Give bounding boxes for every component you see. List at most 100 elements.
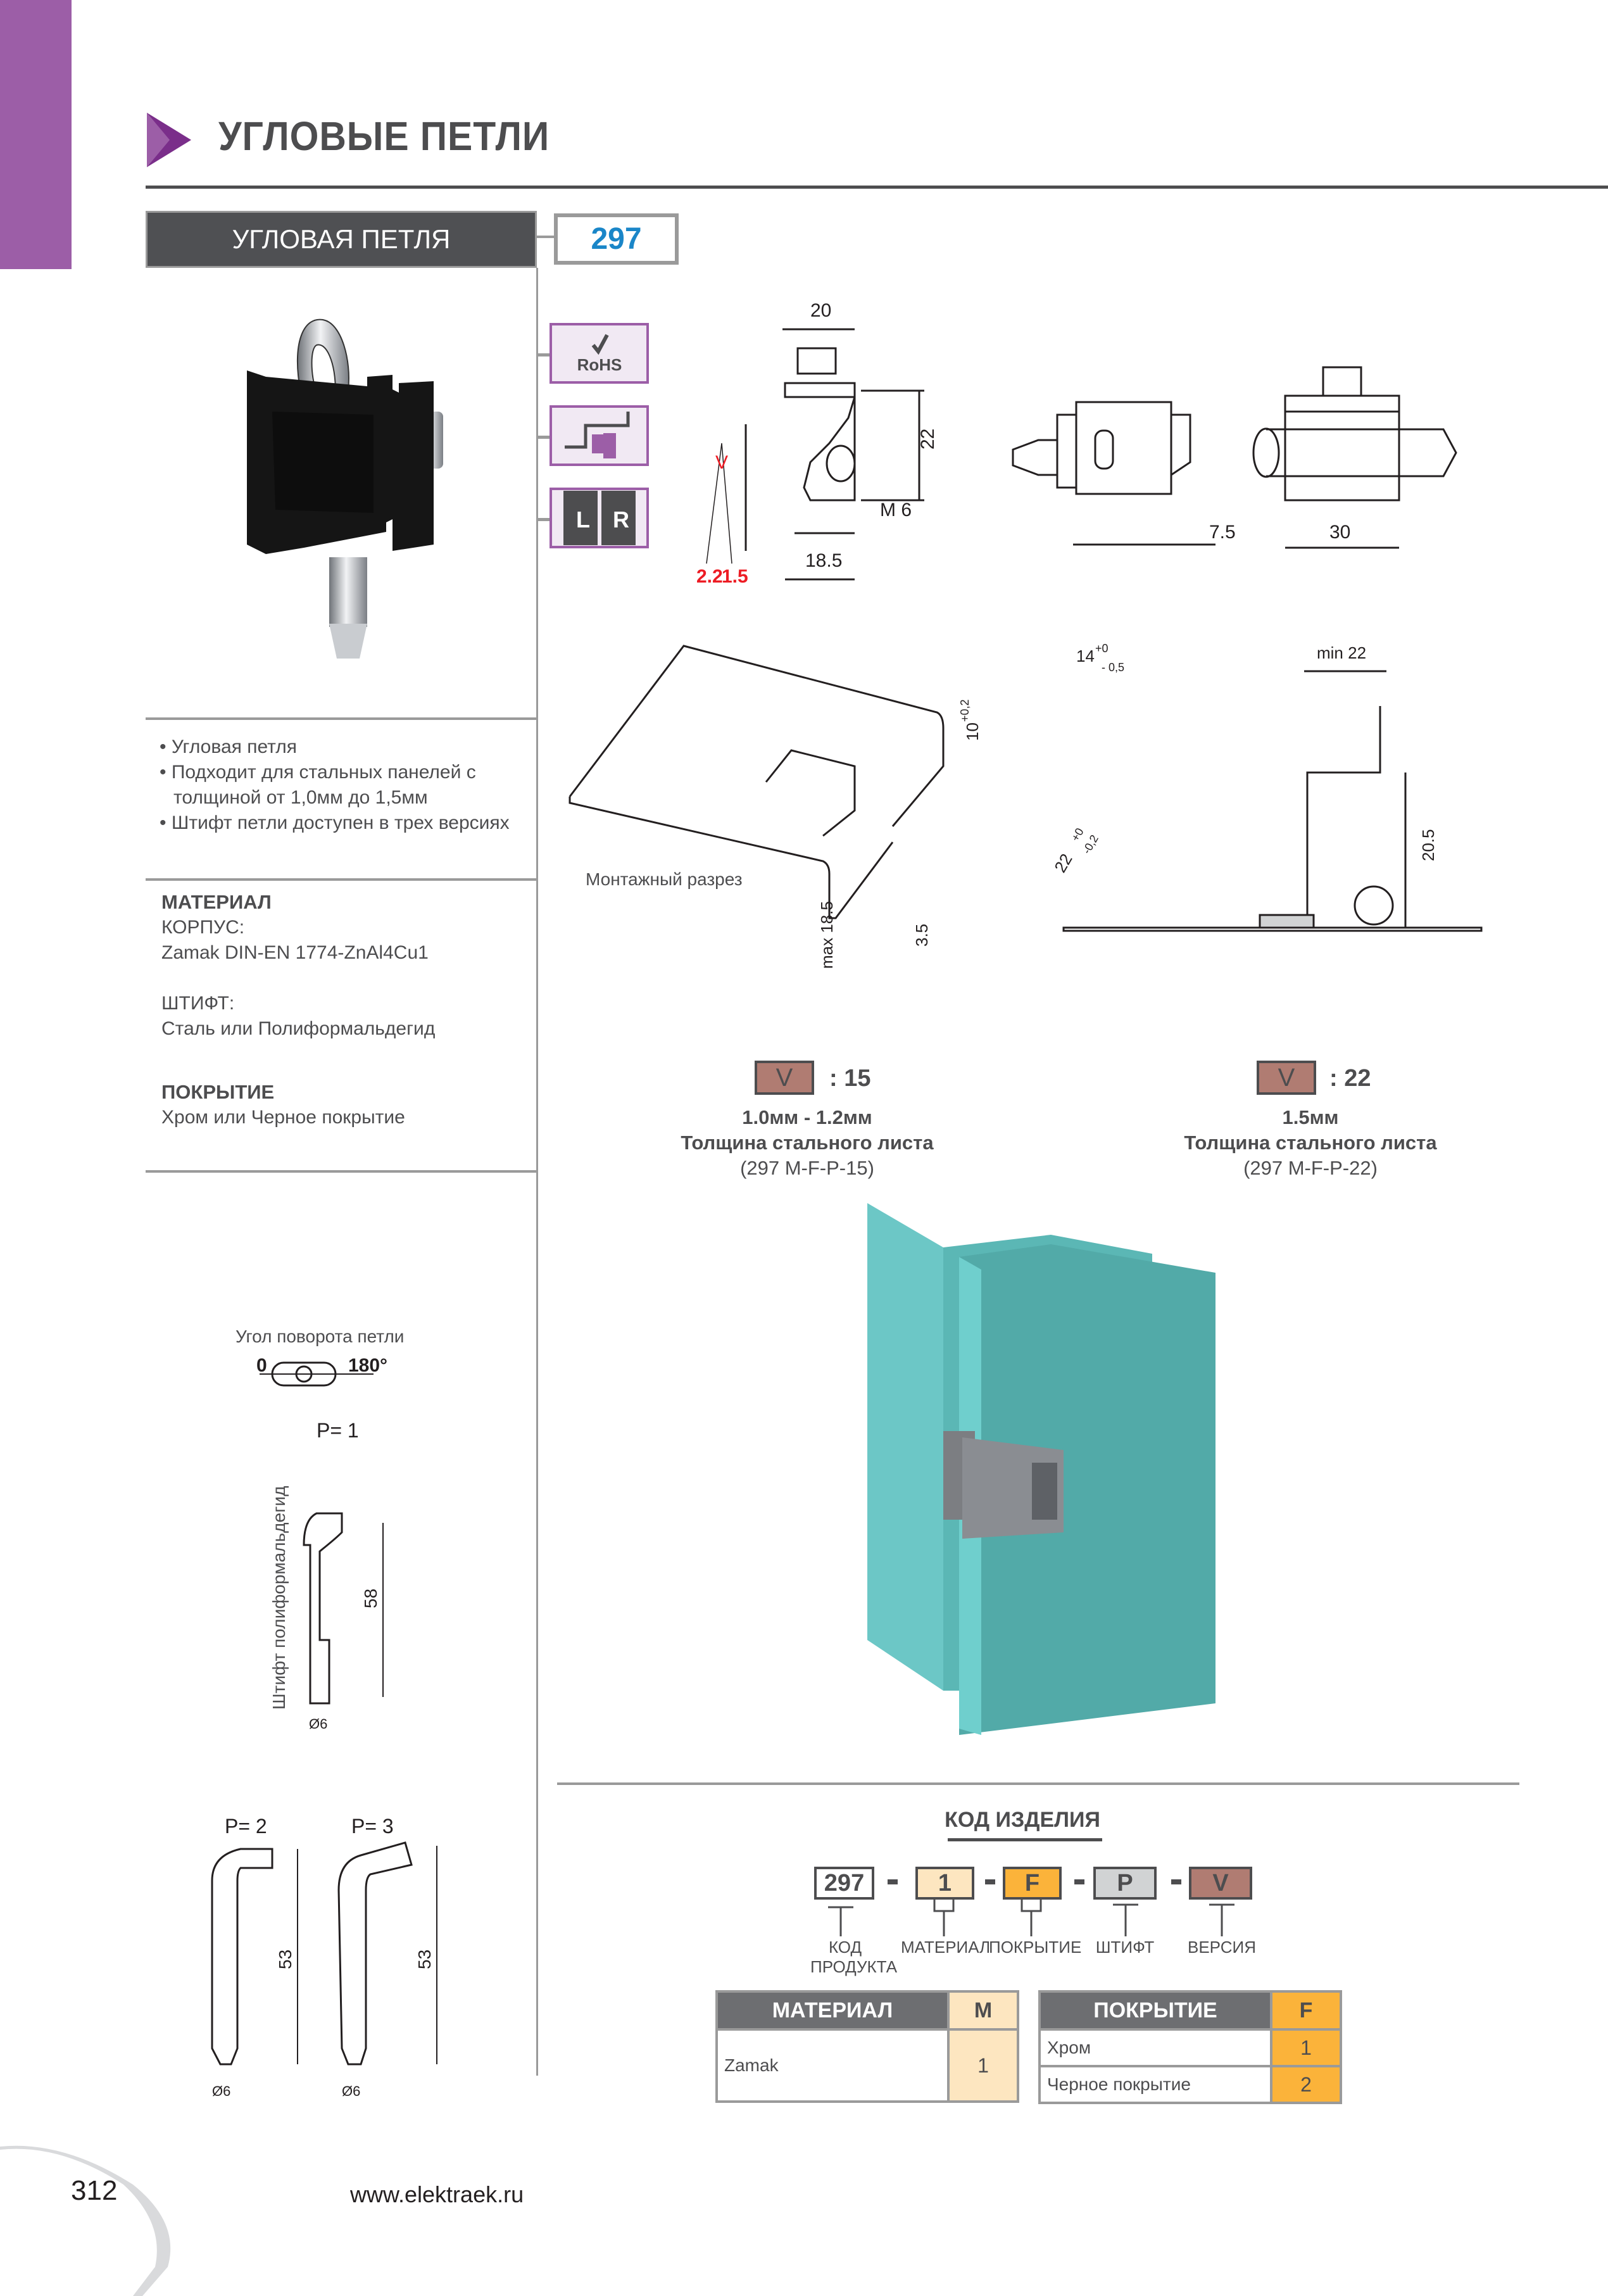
segment-value: P bbox=[1117, 1869, 1133, 1896]
page-title: УГЛОВЫЕ ПЕТЛИ bbox=[218, 113, 550, 159]
feature-item: • Подходит для стальных панелей с толщин… bbox=[160, 762, 476, 808]
code-separator bbox=[1171, 1879, 1181, 1884]
pin-p1-length: 58 bbox=[361, 1589, 380, 1608]
version-info-22: 1.5мм Толщина стального листа (297 M-F-P… bbox=[1171, 1105, 1450, 1181]
dim-14-tol-plus: +0 bbox=[1095, 642, 1109, 655]
divider bbox=[146, 1170, 536, 1173]
material-table-header: МАТЕРИАЛ bbox=[715, 1990, 950, 2031]
version-badge-label: V bbox=[1278, 1063, 1295, 1092]
code-separator bbox=[888, 1879, 898, 1884]
connector bbox=[537, 236, 554, 238]
material-name: Zamak bbox=[715, 2028, 950, 2103]
technical-drawing: 20 22 M 6 18.5 7.5 30 V 2.2 1.5 bbox=[696, 300, 1457, 587]
body-value: Zamak DIN-EN 1774-ZnAl4Cu1 bbox=[161, 942, 429, 963]
product-code-title: КОД ИЗДЕЛИЯ bbox=[945, 1808, 1100, 1832]
code-segment-product: 297 bbox=[814, 1867, 874, 1900]
installation-render bbox=[867, 1203, 1215, 1735]
pin-p3-length: 53 bbox=[415, 1950, 434, 1969]
header-rule bbox=[146, 186, 1608, 189]
thickness-label: Толщина стального листа bbox=[681, 1132, 934, 1154]
segment-value: 297 bbox=[824, 1869, 865, 1896]
title-underline bbox=[948, 1838, 1102, 1841]
material-table: МАТЕРИАЛ M Zamak 1 bbox=[715, 1990, 1019, 2103]
pin-p2-diameter: Ø6 bbox=[212, 2083, 230, 2099]
material-code-header: M bbox=[947, 1990, 1019, 2031]
version-value-15: : 15 bbox=[829, 1065, 871, 1092]
pin-material-label: Штифт полиформальдегид bbox=[269, 1486, 289, 1710]
segment-label-product: КОД ПРОДУКТА bbox=[810, 1938, 898, 1977]
thickness-label: Толщина стального листа bbox=[1184, 1132, 1437, 1154]
product-photo bbox=[247, 319, 443, 659]
segment-label: КОД ПРОДУКТА bbox=[810, 1938, 898, 1976]
dim-10-tol: +0,2 bbox=[958, 699, 971, 722]
dim-3-5: 3.5 bbox=[912, 924, 931, 947]
body-label: КОРПУС: bbox=[161, 917, 245, 938]
coating-value: Хром или Черное покрытие bbox=[161, 1107, 405, 1128]
segment-value: V bbox=[1212, 1869, 1229, 1896]
version-badge-22: V bbox=[1257, 1061, 1316, 1095]
segment-label-material: МАТЕРИАЛ bbox=[901, 1938, 991, 1957]
table-row: Черное покрытие 2 bbox=[1038, 2065, 1342, 2104]
rotation-start: 0 bbox=[256, 1355, 267, 1376]
coating-table-header: ПОКРЫТИЕ bbox=[1038, 1990, 1272, 2031]
dim-min-22: min 22 bbox=[1317, 643, 1366, 662]
material-heading: МАТЕРИАЛ bbox=[161, 891, 272, 913]
dim-base-width: 18.5 bbox=[805, 550, 842, 571]
dim-max: max 18.5 bbox=[817, 901, 836, 969]
title-arrow-icon bbox=[147, 113, 191, 167]
material-code: 1 bbox=[947, 2028, 1019, 2103]
pin-p2-p3-drawing: P= 2 53 Ø6 P= 3 53 Ø6 bbox=[211, 1815, 437, 2099]
product-code: 297 bbox=[591, 222, 642, 256]
dim-14-tol-minus: - 0,5 bbox=[1102, 661, 1124, 674]
version-badge-label: V bbox=[776, 1063, 793, 1092]
pin-p3-label: P= 3 bbox=[351, 1815, 394, 1838]
rohs-icon: RoHS bbox=[550, 323, 649, 384]
dim-v-right: 1.5 bbox=[722, 566, 748, 587]
rotation-end: 180° bbox=[348, 1355, 387, 1376]
coating-code-header: F bbox=[1270, 1990, 1342, 2031]
pin-p2-label: P= 2 bbox=[225, 1815, 267, 1838]
version-badge-15: V bbox=[755, 1061, 814, 1095]
left-label: L bbox=[576, 507, 590, 533]
product-code-box: 297 bbox=[554, 213, 679, 265]
segment-value: 1 bbox=[938, 1869, 952, 1896]
page-tab bbox=[0, 2145, 171, 2296]
code-connectors bbox=[828, 1900, 1234, 1936]
coating-table: ПОКРЫТИЕ F Хром 1 Черное покрытие 2 bbox=[1038, 1990, 1342, 2104]
thickness: 1.0мм - 1.2мм bbox=[742, 1106, 872, 1128]
rotation-caption: Угол поворота петли bbox=[236, 1327, 405, 1346]
dim-front-width: 30 bbox=[1329, 522, 1350, 543]
divider bbox=[146, 717, 536, 720]
material-section: МАТЕРИАЛ КОРПУС: Zamak DIN-EN 1774-ZnAl4… bbox=[161, 890, 435, 1130]
coating-name: Черное покрытие bbox=[1038, 2065, 1272, 2104]
website-link[interactable]: www.elektraek.ru bbox=[350, 2181, 524, 2207]
rotation-diagram: 0 180° bbox=[256, 1355, 387, 1387]
version-value-22: : 22 bbox=[1329, 1065, 1371, 1092]
pin-p2-length: 53 bbox=[275, 1950, 295, 1969]
version-code: (297 M-F-P-22) bbox=[1243, 1157, 1378, 1179]
left-right-icon: L R bbox=[550, 488, 649, 548]
code-segment-pin: P bbox=[1093, 1867, 1157, 1900]
dim-v-label: V bbox=[715, 452, 728, 473]
dim-top-width: 20 bbox=[810, 300, 831, 321]
dim-height: 22 bbox=[917, 429, 938, 450]
coating-name: Хром bbox=[1038, 2028, 1272, 2067]
product-name-box: УГЛОВАЯ ПЕТЛЯ bbox=[146, 211, 537, 268]
pin-p3-diameter: Ø6 bbox=[342, 2083, 360, 2099]
page-number: 312 bbox=[71, 2175, 118, 2206]
segment-value: F bbox=[1024, 1869, 1040, 1896]
icon-connector bbox=[537, 353, 550, 356]
version-info-15: 1.0мм - 1.2мм Толщина стального листа (2… bbox=[671, 1105, 943, 1181]
divider bbox=[146, 878, 536, 881]
divider bbox=[557, 1782, 1519, 1785]
section-color-bar bbox=[0, 0, 72, 269]
segment-label-coating: ПОКРЫТИЕ bbox=[989, 1938, 1082, 1957]
code-separator bbox=[1074, 1879, 1084, 1884]
product-name: УГЛОВАЯ ПЕТЛЯ bbox=[232, 224, 451, 254]
segment-label-pin: ШТИФТ bbox=[1095, 1938, 1155, 1957]
coating-code: 1 bbox=[1270, 2028, 1342, 2067]
code-segment-material: 1 bbox=[915, 1867, 974, 1900]
pin-p1-diameter: Ø6 bbox=[309, 1716, 327, 1732]
code-segment-coating: F bbox=[1003, 1867, 1062, 1900]
cutout-caption: Монтажный разрез bbox=[586, 869, 743, 889]
